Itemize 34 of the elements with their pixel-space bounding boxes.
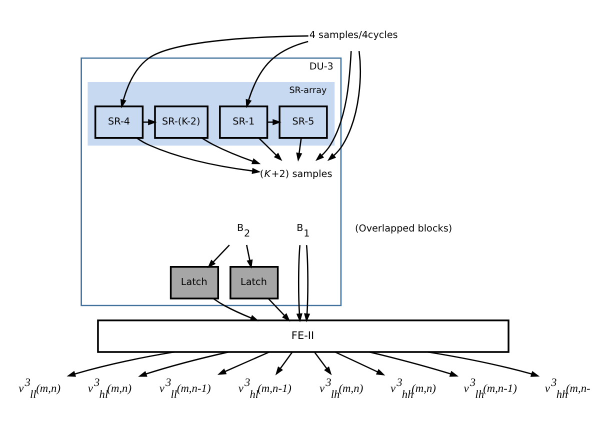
arrow (327, 51, 361, 161)
arrow (136, 138, 261, 174)
arrow (428, 351, 540, 377)
node-box: Latch (170, 266, 220, 300)
node-box: SR-5 (278, 105, 328, 139)
arrow (296, 138, 302, 162)
arrow (246, 40, 308, 108)
arrow (334, 351, 386, 376)
arrow (201, 137, 261, 164)
arrow (217, 351, 270, 375)
label: (Overlapped blocks) (355, 224, 452, 235)
arrow (314, 352, 332, 376)
node-box: Latch (230, 266, 279, 300)
arrow (212, 298, 260, 322)
arrow (315, 51, 352, 161)
arrow (304, 245, 310, 322)
arrow (268, 298, 290, 322)
arrow (258, 138, 282, 162)
node-box: SR-1 (219, 105, 268, 139)
arrow (267, 119, 282, 126)
arrow (66, 351, 174, 377)
arrow (120, 35, 308, 108)
node-box: SR-4 (94, 105, 144, 139)
node-text: (K+2) samples (260, 169, 332, 180)
arrow (138, 351, 228, 377)
arrow (207, 244, 230, 268)
arrow (296, 245, 302, 322)
node-box: FE-II (97, 320, 510, 353)
node-box: SR-(K-2) (154, 105, 208, 139)
arrow (142, 119, 157, 126)
arrow (275, 352, 293, 376)
node-text: 4 samples/4cycles (309, 30, 398, 41)
arrow (370, 351, 459, 377)
arrow (246, 244, 253, 269)
